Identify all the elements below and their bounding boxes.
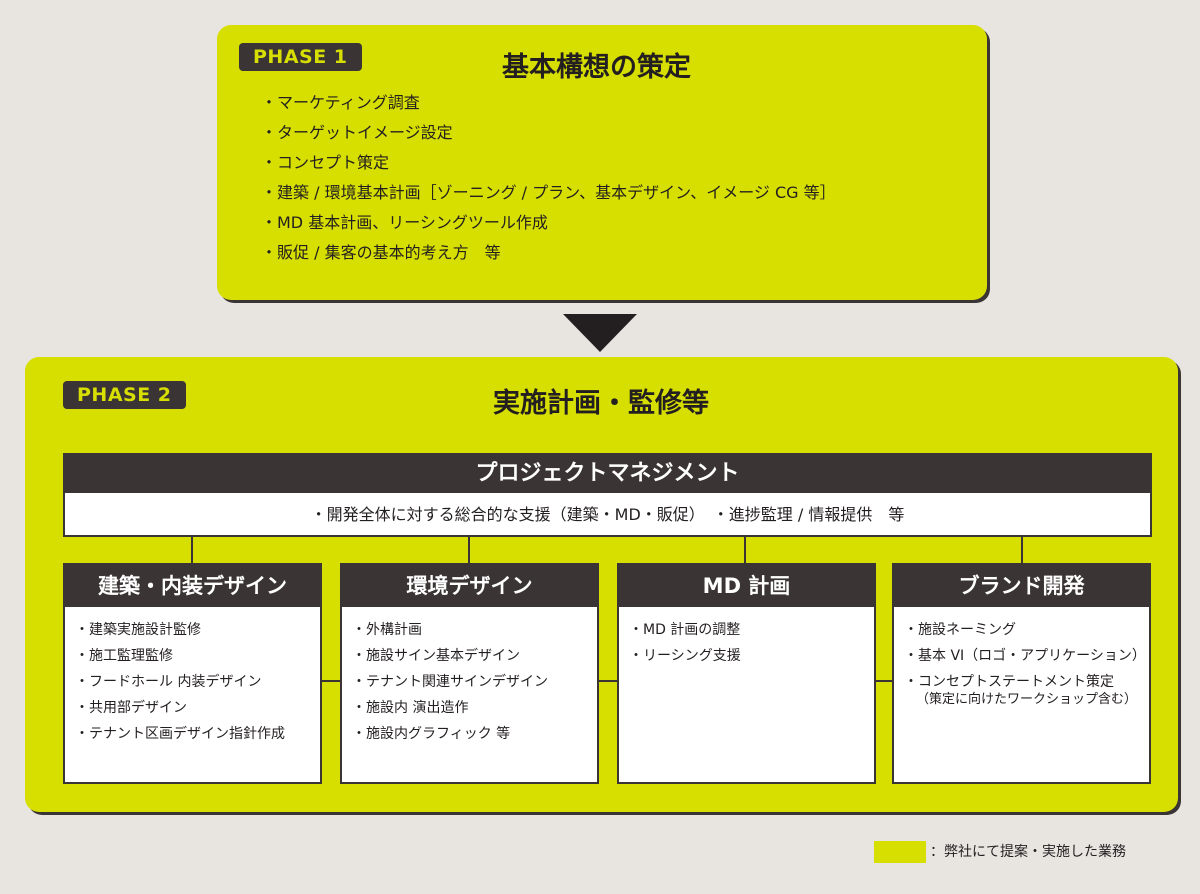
list-item: ・テナント区画デザイン指針作成 xyxy=(75,726,285,742)
list-item: ・MD 計画の調整 xyxy=(629,622,741,638)
list-item: ・建築実施設計監修 xyxy=(75,622,201,638)
project-management-description: ・開発全体に対する総合的な支援（建築・MD・販促） ・進捗監理 / 情報提供 等 xyxy=(310,505,905,524)
list-item: ・施設内グラフィック 等 xyxy=(352,726,511,742)
connector-line xyxy=(191,537,193,563)
list-item: ・コンセプトステートメント策定 xyxy=(904,674,1114,690)
connector-line xyxy=(876,680,892,682)
connector-line xyxy=(468,537,470,563)
column-title: MD 計画 xyxy=(619,565,874,607)
column-list: ・外構計画 ・施設サイン基本デザイン ・テナント関連サインデザイン ・施設内 演… xyxy=(342,607,597,747)
list-item: ・施設内 演出造作 xyxy=(352,700,469,716)
phase1-item: ・MD 基本計画、リーシングツール作成 xyxy=(261,213,548,232)
list-item: ・施設サイン基本デザイン xyxy=(352,648,520,664)
column-title: ブランド開発 xyxy=(894,565,1149,607)
column-md: MD 計画 ・MD 計画の調整 ・リーシング支援 xyxy=(617,563,876,784)
phase1-item: ・コンセプト策定 xyxy=(261,153,390,172)
phase1-panel: PHASE 1 基本構想の策定 ・マーケティング調査 ・ターゲットイメージ設定 … xyxy=(217,25,987,300)
phase1-item: ・マーケティング調査 xyxy=(261,93,420,112)
phase2-title: 実施計画・監修等 xyxy=(493,388,709,419)
connector-line xyxy=(744,537,746,563)
list-item: ・施工監理監修 xyxy=(75,648,173,664)
phase1-item: ・建築 / 環境基本計画［ゾーニング / プラン、基本デザイン、イメージ CG … xyxy=(261,183,836,202)
phase1-item: ・販促 / 集客の基本的考え方 等 xyxy=(261,243,501,262)
list-item: ・テナント関連サインデザイン xyxy=(352,674,548,690)
connector-line xyxy=(1021,537,1023,563)
project-management-title: プロジェクトマネジメント xyxy=(65,455,1150,493)
project-management-box: プロジェクトマネジメント ・開発全体に対する総合的な支援（建築・MD・販促） ・… xyxy=(63,453,1152,537)
column-list: ・建築実施設計監修 ・施工監理監修 ・フードホール 内装デザイン ・共用部デザイ… xyxy=(65,607,320,747)
column-architecture: 建築・内装デザイン ・建築実施設計監修 ・施工監理監修 ・フードホール 内装デザ… xyxy=(63,563,322,784)
column-title: 環境デザイン xyxy=(342,565,597,607)
list-item: ・基本 VI（ロゴ・アプリケーション） xyxy=(904,648,1146,664)
phase1-title: 基本構想の策定 xyxy=(502,52,691,83)
list-item: ・外構計画 xyxy=(352,622,422,638)
column-environment: 環境デザイン ・外構計画 ・施設サイン基本デザイン ・テナント関連サインデザイン… xyxy=(340,563,599,784)
list-item: ・リーシング支援 xyxy=(629,648,741,664)
connector-line xyxy=(322,680,340,682)
phase2-tag: PHASE 2 xyxy=(63,381,186,409)
phase1-item: ・ターゲットイメージ設定 xyxy=(261,123,453,142)
down-arrow-icon xyxy=(563,314,637,352)
column-brand: ブランド開発 ・施設ネーミング ・基本 VI（ロゴ・アプリケーション） ・コンセ… xyxy=(892,563,1151,784)
phase1-list: ・マーケティング調査 ・ターゲットイメージ設定 ・コンセプト策定 ・建築 / 環… xyxy=(261,88,836,268)
list-item: ・フードホール 内装デザイン xyxy=(75,674,262,690)
connector-line xyxy=(599,680,617,682)
list-item-note: （策定に向けたワークショップ含む） xyxy=(916,692,1138,707)
column-list: ・MD 計画の調整 ・リーシング支援 xyxy=(619,607,874,669)
legend-swatch xyxy=(874,841,926,863)
list-item: ・共用部デザイン xyxy=(75,700,187,716)
column-list: ・施設ネーミング ・基本 VI（ロゴ・アプリケーション） ・コンセプトステートメ… xyxy=(894,607,1149,709)
list-item: ・施設ネーミング xyxy=(904,622,1016,638)
phase1-tag: PHASE 1 xyxy=(239,43,362,71)
legend-text: ：弊社にて提案・実施した業務 xyxy=(930,844,1126,860)
column-title: 建築・内装デザイン xyxy=(65,565,320,607)
